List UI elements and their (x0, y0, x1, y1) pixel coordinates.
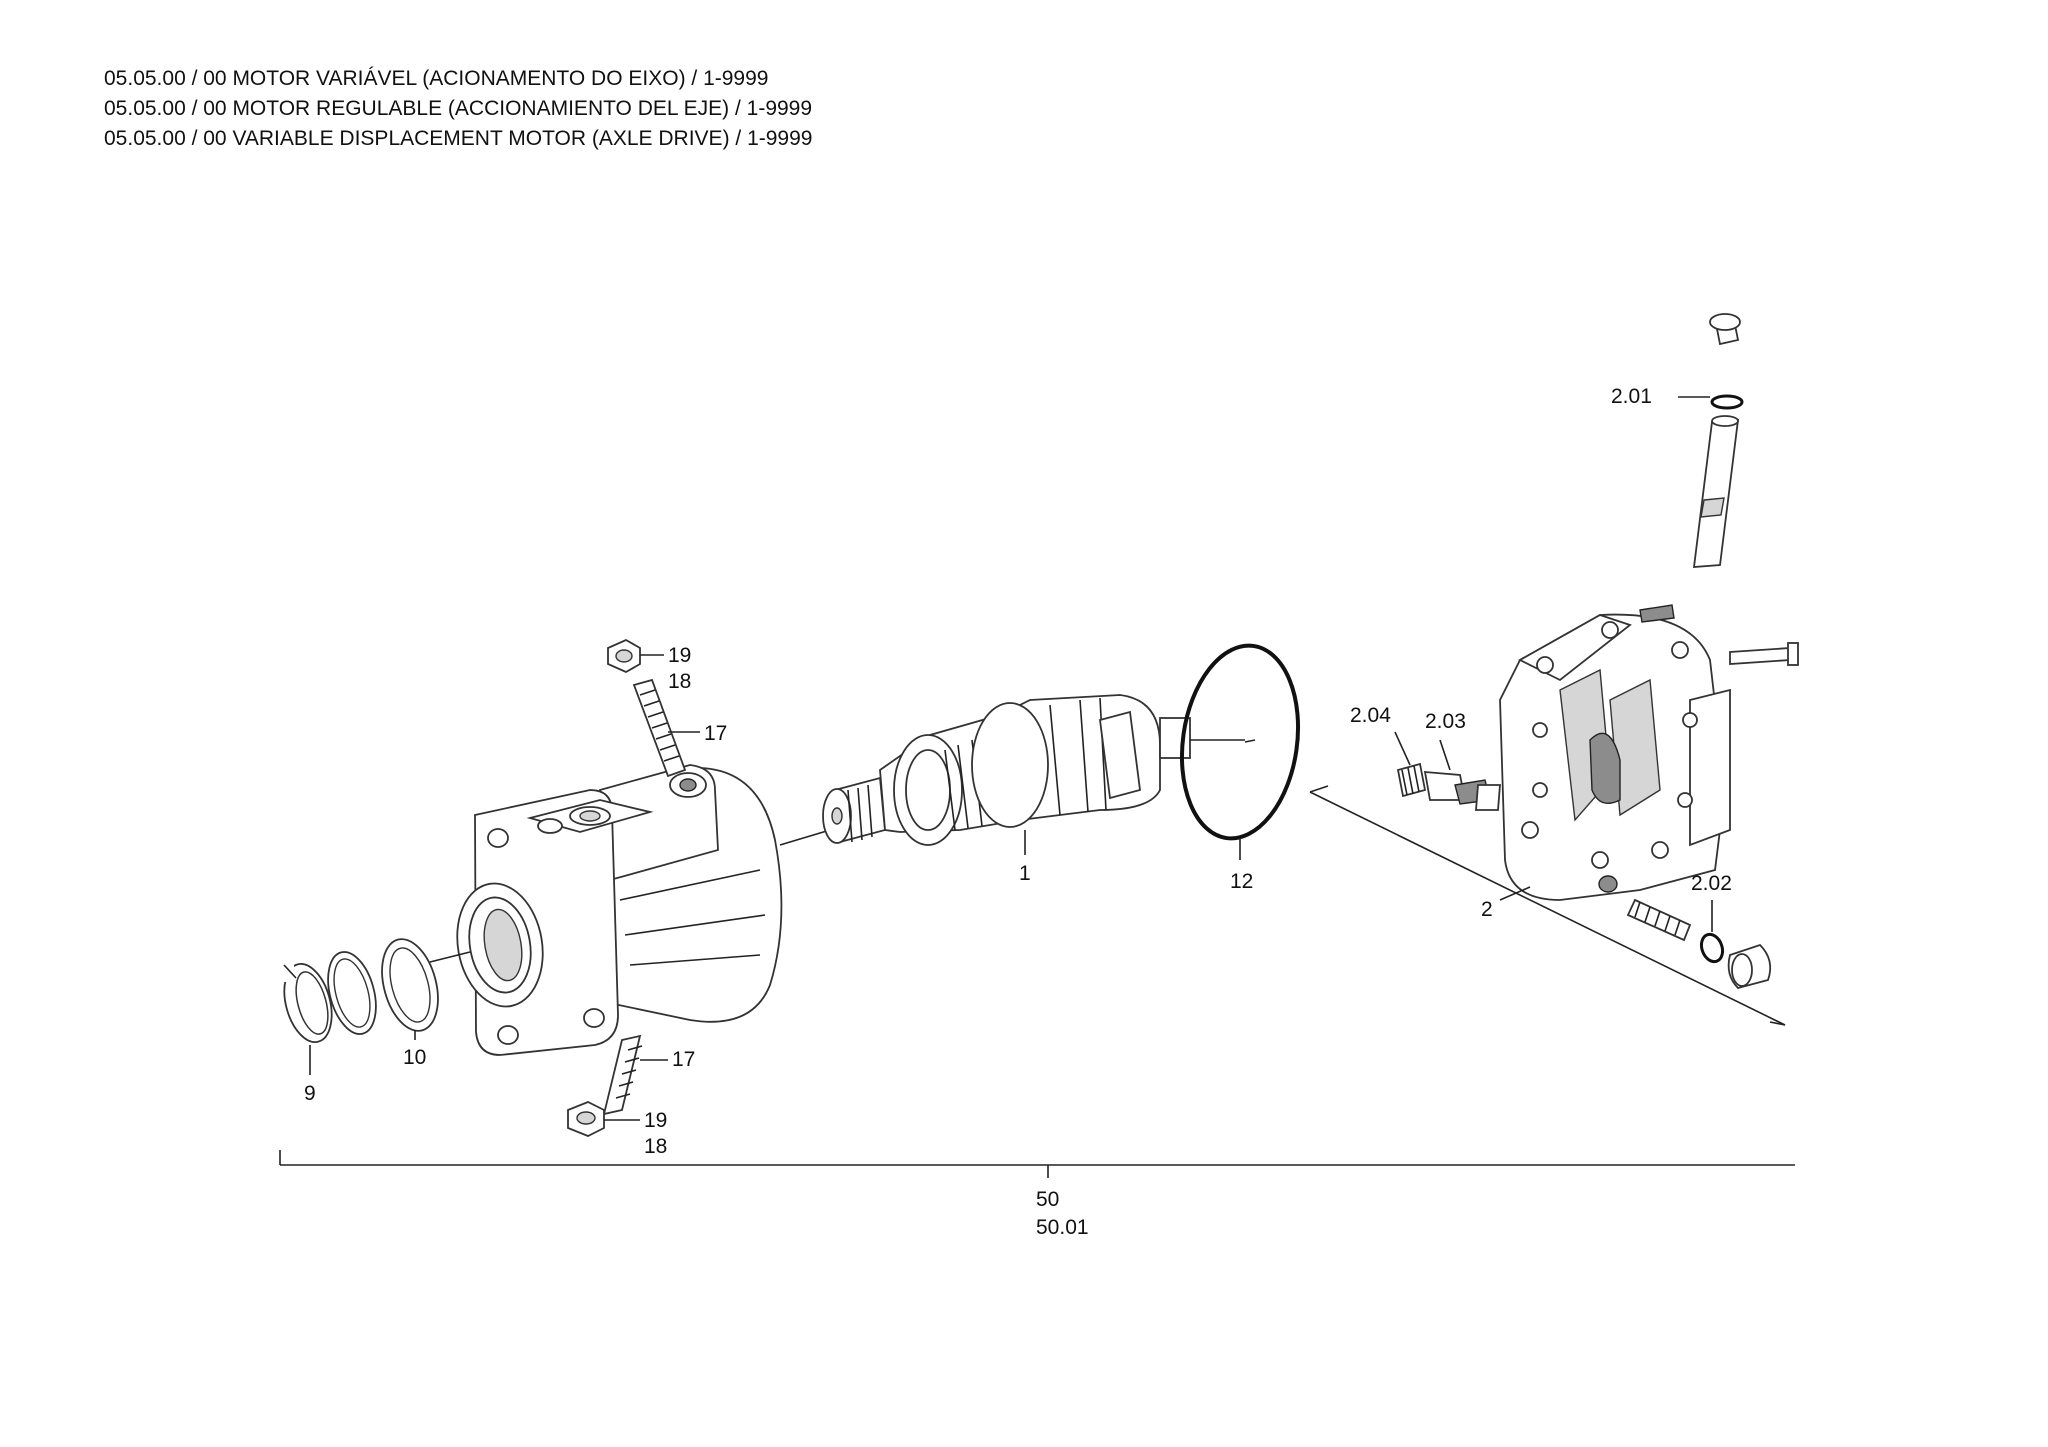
callout-2-02: 2.02 (1691, 872, 1732, 895)
callout-2-03: 2.03 (1425, 710, 1466, 733)
callout-19-top: 19 (668, 644, 691, 667)
motor-housing (429, 764, 831, 1056)
parts-17-18-19-top (607, 638, 700, 778)
title-portuguese: 05.05.00 / 00 MOTOR VARIÁVEL (ACIONAMENT… (104, 67, 769, 90)
parts-2-03-2-04 (1394, 731, 1501, 811)
callout-18-bottom: 18 (644, 1135, 667, 1158)
callout-18-top: 18 (668, 670, 691, 693)
part-10-washers (327, 938, 439, 1035)
callout-9: 9 (304, 1082, 316, 1105)
part-12-o-ring (1179, 643, 1301, 860)
part-9-snap-ring (280, 962, 333, 1043)
part-2-02-spring-plug (1626, 898, 1772, 990)
part-2-port-plate (1309, 604, 1799, 1026)
callout-12: 12 (1230, 870, 1253, 893)
callout-50-01: 50.01 (1036, 1216, 1089, 1239)
page-header: 05.05.00 / 00 MOTOR VARIÁVEL (ACIONAMENT… (104, 64, 812, 154)
callout-1: 1 (1019, 862, 1031, 885)
callout-2-04: 2.04 (1350, 704, 1391, 727)
part-1-rotating-group (822, 694, 1245, 855)
title-spanish: 05.05.00 / 00 MOTOR REGULABLE (ACCIONAMI… (104, 97, 813, 120)
callout-2: 2 (1481, 898, 1493, 921)
parts-17-18-19-bottom (567, 1034, 668, 1137)
part-2-01-valve (1678, 313, 1744, 568)
assembly-bracket-50 (279, 1150, 1795, 1178)
callout-2-01: 2.01 (1611, 385, 1652, 408)
callout-17-top: 17 (704, 722, 727, 745)
callout-19-bottom: 19 (644, 1109, 667, 1132)
callout-17-bottom: 17 (672, 1048, 695, 1071)
callout-10: 10 (403, 1046, 426, 1069)
callout-50: 50 (1036, 1188, 1059, 1211)
title-english: 05.05.00 / 00 VARIABLE DISPLACEMENT MOTO… (104, 127, 813, 150)
